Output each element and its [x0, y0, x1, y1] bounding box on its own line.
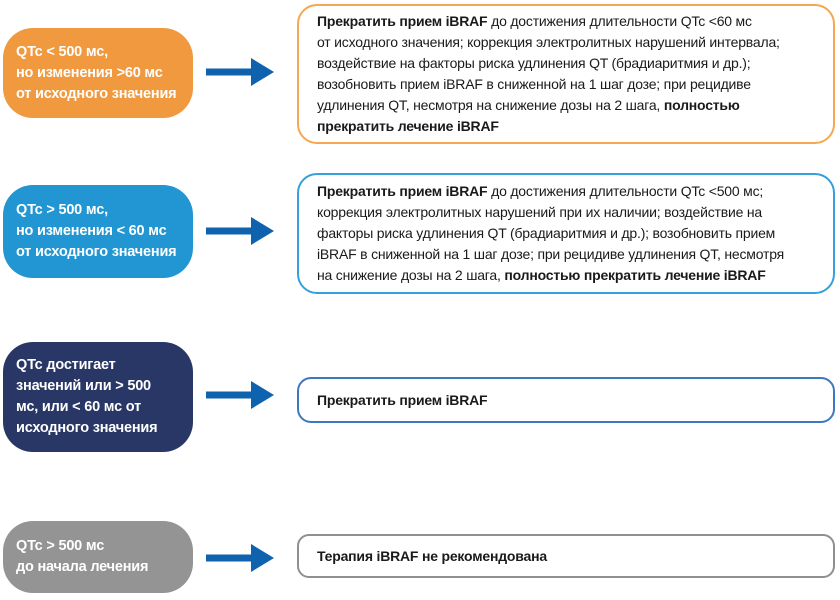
condition-box-qtc-before-treatment: QTc > 500 мс до начала лечения: [3, 521, 193, 593]
text-line: Прекратить прием iBRAF до достижения дли…: [317, 183, 764, 199]
text-line: мс, или < 60 мс от: [16, 399, 142, 415]
right-arrow-icon: [206, 544, 274, 572]
text-line: QTc > 500 мс: [16, 538, 105, 554]
text-line: на снижение дозы на 2 шага, полностью пр…: [317, 267, 766, 283]
condition-box-qtc-reaches-values: QTc достигает значений или > 500 мс, или <…: [3, 342, 193, 452]
text-line: Прекратить прием iBRAF: [317, 391, 488, 408]
result-box-therapy-not-recommended: Терапия iBRAF не рекомендована: [297, 534, 835, 578]
result-box-hold-ibraf-500ms: Прекратить прием iBRAF до достижения дли…: [297, 173, 835, 294]
text-line: факторы риска удлинения QT (брадиаритмия…: [317, 225, 776, 241]
text-line: удлинения QT, несмотря на снижение дозы …: [317, 97, 740, 113]
right-arrow-icon: [206, 381, 274, 409]
text-line: значений или > 500: [16, 378, 151, 394]
text-line: коррекция электролитных нарушений при их…: [317, 204, 762, 220]
right-arrow-icon: [206, 58, 274, 86]
result-box-hold-ibraf-60ms: Прекратить прием iBRAF до достижения дли…: [297, 4, 835, 144]
text-line: прекратить лечение iBRAF: [317, 118, 499, 134]
text-line: от исходного значения; коррекция электро…: [317, 34, 780, 50]
result-box-stop-ibraf: Прекратить прием iBRAF: [297, 377, 835, 423]
text-line: до начала лечения: [16, 559, 149, 575]
text-line: QTc < 500 мс,: [16, 43, 108, 60]
text-line: от исходного значения: [16, 85, 177, 102]
condition-box-qtc-over-500: QTc > 500 мс, но изменения < 60 мс от исхо…: [3, 185, 193, 278]
text-line: исходного значения: [16, 420, 158, 436]
text-line: но изменения < 60 мс: [16, 223, 167, 239]
text-line: возобновить прием iBRAF в сниженной на 1…: [317, 76, 751, 92]
text-line: Терапия iBRAF не рекомендована: [317, 547, 547, 564]
text-line: воздействие на факторы риска удлинения Q…: [317, 55, 751, 71]
text-line: iBRAF в сниженной на 1 шаг дозе; при рец…: [317, 246, 785, 262]
text-line: Прекратить прием iBRAF до достижения дли…: [317, 13, 752, 29]
text-line: QTc > 500 мс,: [16, 202, 108, 218]
text-line: от исходного значения: [16, 244, 177, 260]
text-line: QTc достигает: [16, 357, 116, 373]
text-line: но изменения >60 мс: [16, 64, 163, 81]
right-arrow-icon: [206, 217, 274, 245]
condition-box-qtc-under-500: QTc < 500 мс, но изменения >60 мс от исход…: [3, 28, 193, 118]
